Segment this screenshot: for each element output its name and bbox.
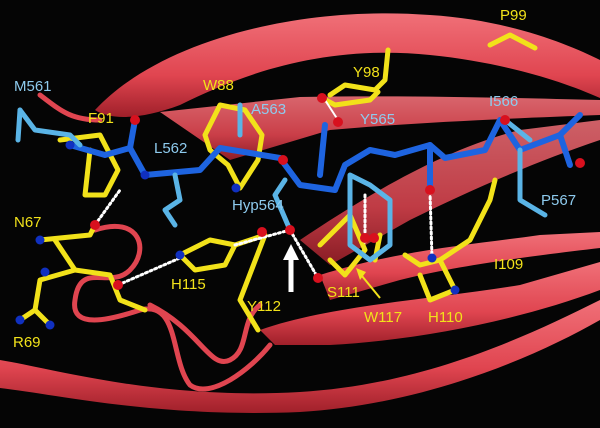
label-hyp564: Hyp564	[232, 197, 284, 214]
label-l562: L562	[154, 140, 188, 157]
ribbon-strands	[0, 13, 600, 413]
label-a563: A563	[251, 101, 287, 118]
ribbon-loops	[37, 92, 273, 392]
label-n67: N67	[14, 214, 42, 231]
label-m561: M561	[14, 78, 52, 95]
label-w88: W88	[203, 77, 234, 94]
label-h110: H110	[428, 309, 463, 326]
label-w117: W117	[364, 309, 403, 326]
label-i566: I566	[489, 93, 519, 110]
label-y98: Y98	[353, 64, 380, 81]
peptide-sidechains	[15, 102, 548, 263]
protein-residues	[17, 32, 538, 333]
label-y112: Y112	[247, 298, 281, 315]
oxygen-atoms	[90, 93, 585, 290]
label-h115: H115	[171, 276, 206, 293]
label-p99: P99	[500, 7, 527, 24]
label-f91: F91	[88, 110, 114, 127]
label-s111: S111	[327, 284, 360, 301]
label-r69: R69	[13, 334, 41, 351]
label-i109: I109	[494, 256, 524, 273]
label-y565: Y565	[360, 111, 396, 128]
nitrogen-atoms	[15, 140, 460, 330]
highlight-arrow-icon	[283, 244, 299, 292]
w117-pointer-arrow-icon	[356, 268, 381, 299]
label-p567: P567	[541, 192, 577, 209]
